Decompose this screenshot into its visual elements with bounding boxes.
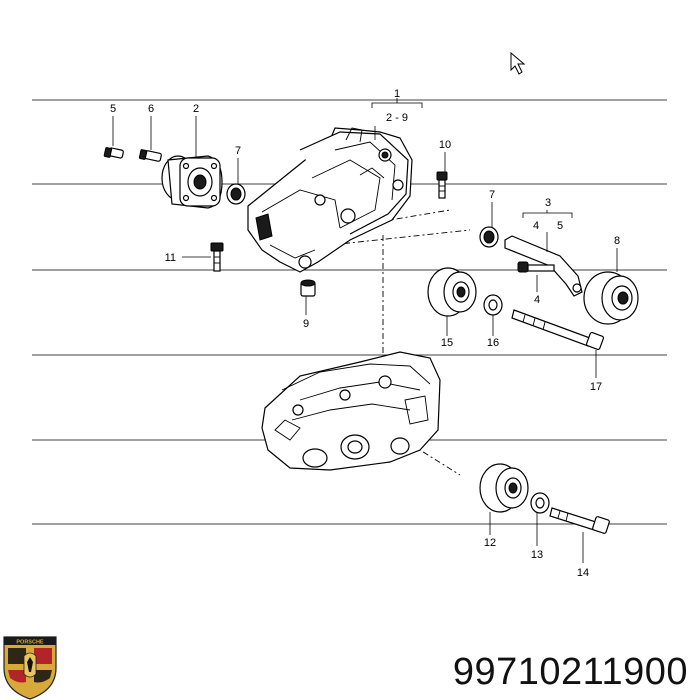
callout-11: 11 [165,252,176,264]
callout-16: 16 [487,337,499,349]
callout-2: 2 [193,103,199,115]
part-number-label: 99710211900 [452,651,688,693]
callout-15: 15 [441,337,453,349]
callout-labels: 5 6 2 1 2 - 9 7 10 3 7 4 5 8 11 4 9 15 1… [110,88,620,579]
porsche-crest-logo: PORSCHE [3,636,57,700]
bolt-10 [436,171,448,199]
callout-7a: 7 [235,145,241,157]
callout-14: 14 [577,567,589,579]
assembly-axis [299,209,451,236]
pulley-12 [479,463,529,513]
bracket-1 [247,127,413,273]
seal-7a [226,183,246,205]
callout-6: 6 [148,103,154,115]
engine-block [261,351,441,471]
callout-7b: 7 [489,189,495,201]
callout-8: 8 [614,235,620,247]
callout-1: 1 [394,88,400,100]
callout-1-range: 2 - 9 [386,112,408,124]
pulley-8 [583,271,639,325]
flange-housing-2 [161,155,223,209]
callout-10: 10 [439,139,451,151]
pulley-15 [427,267,477,317]
callout-12: 12 [484,537,496,549]
callout-3: 3 [545,197,551,209]
mouse-cursor-icon [510,51,526,75]
callout-3-right: 5 [557,220,563,232]
washer-13 [530,492,550,514]
leader-lines [112,98,618,563]
crest-wordmark: PORSCHE [16,640,44,646]
callout-9: 9 [303,318,309,330]
callout-13: 13 [531,549,543,561]
callout-17: 17 [590,381,602,393]
bolt-14 [549,507,610,534]
tensioner-arm-3 [504,235,583,297]
seal-7b [479,226,499,248]
assembly-axis [329,229,471,246]
washer-16 [483,294,503,316]
bolt-17 [511,309,605,351]
callout-5: 5 [110,103,116,115]
bolt-11 [210,242,224,272]
callout-3-left: 4 [533,220,539,232]
callout-4: 4 [534,294,540,306]
sleeve-9 [300,279,316,297]
bolt-5 [103,147,124,159]
bolt-6 [138,149,162,162]
